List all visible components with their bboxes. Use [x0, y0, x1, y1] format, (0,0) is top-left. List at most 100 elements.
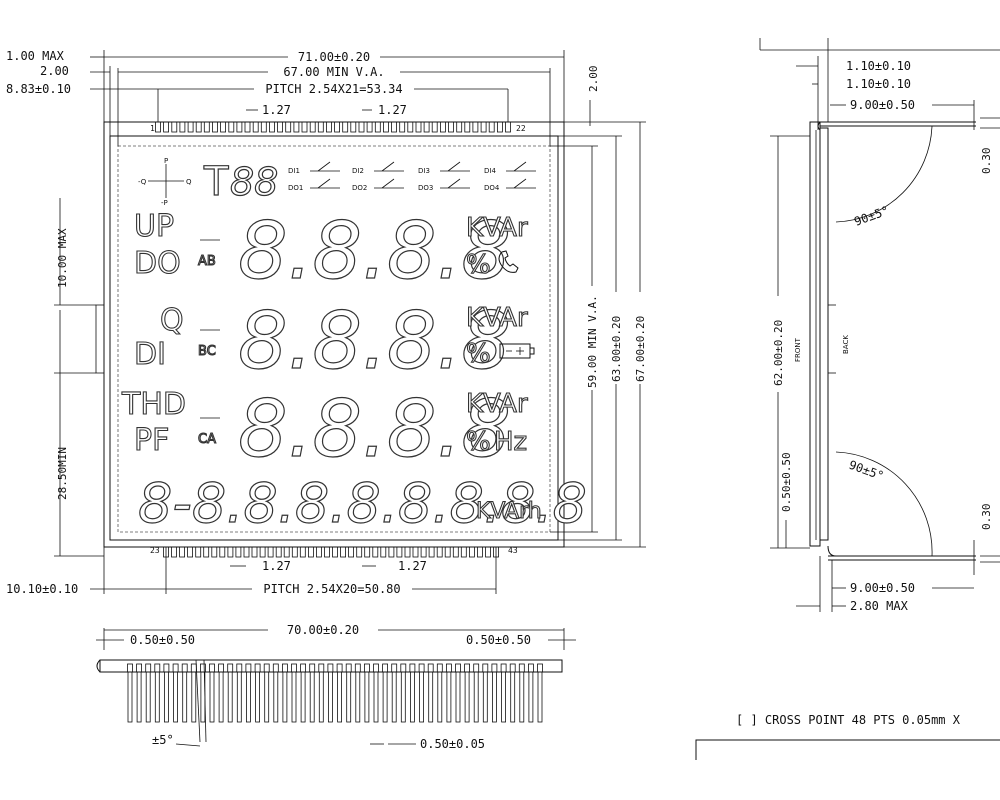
pin [315, 546, 322, 558]
dim-pin-gap-top-1: 1.27 [262, 103, 291, 117]
bottom-view-pin-top [464, 663, 471, 673]
bottom-view-pin [127, 671, 133, 723]
bottom-view-pin [145, 671, 151, 723]
bottom-view-pin-top [254, 663, 261, 673]
pin [348, 546, 355, 558]
svg-text:Q: Q [160, 303, 184, 338]
bottom-view-pin-top [436, 663, 443, 673]
svg-text:KVArh: KVArh [476, 499, 542, 524]
pin [480, 121, 487, 133]
pin [195, 546, 202, 558]
bottom-view-pin [391, 671, 397, 723]
pin [396, 546, 403, 558]
svg-text:KVAr: KVAr [466, 213, 528, 243]
bottom-view-pin [419, 671, 425, 723]
side-angle-top: 90±5° [852, 203, 891, 229]
pin-label-23: 23 [150, 546, 160, 555]
pin [293, 121, 300, 133]
bottom-view-pin-top [272, 663, 279, 673]
dim-bottom-view-width: 70.00±0.20 [287, 623, 359, 637]
dim-width-va: 67.00 MIN V.A. [283, 65, 384, 79]
bottom-view-pin [245, 671, 251, 723]
dim-pin-width: 0.50±0.05 [420, 737, 485, 751]
bottom-view-pin [373, 671, 379, 723]
bottom-view-pin-top [309, 663, 316, 673]
pin [488, 121, 495, 133]
pin [179, 546, 186, 558]
pin [468, 546, 475, 558]
side-body-back [819, 127, 829, 541]
svg-text:DI3: DI3 [418, 167, 430, 175]
right-dimensions: 59.00 MIN V.A. 63.00±0.20 67.00±0.20 [550, 121, 647, 548]
pin [324, 546, 330, 558]
t-digits: 88 [230, 160, 278, 204]
pin [267, 546, 274, 558]
bottom-view-pin [218, 671, 224, 723]
dim-width-outer: 71.00±0.20 [298, 50, 370, 64]
bottom-view-body [99, 659, 563, 673]
bottom-view-pin [264, 671, 270, 723]
bottom-view-pin-top [209, 663, 215, 673]
bottom-view-pin [209, 671, 215, 723]
pin [332, 546, 338, 558]
pin [260, 121, 267, 133]
bottom-view-pin-top [400, 663, 407, 673]
bottom-view-pin [491, 671, 497, 723]
bottom-dimensions: PITCH 2.54X20=50.80 10.10±0.10 1.27 1.27 [6, 547, 497, 596]
pin [163, 121, 170, 133]
side-angle-bottom: 90±5° [847, 458, 886, 484]
side-t2: 1.10±0.10 [846, 77, 911, 91]
bottom-view-pin [455, 671, 461, 723]
svg-text:KVAr: KVAr [466, 389, 528, 419]
bottom-view-pin-top [391, 663, 398, 673]
cross-point-note: [ ] CROSS POINT 48 PTS 0.05mm X [736, 713, 961, 727]
bottom-view-pin [510, 671, 516, 723]
pin [301, 121, 308, 133]
pin [227, 546, 234, 558]
dim-pin-gap-top-2: 1.27 [378, 103, 407, 117]
svg-text:%: % [466, 339, 491, 369]
pin [464, 121, 471, 133]
bottom-view-pin-top [427, 663, 434, 673]
bottom-view-pin [464, 671, 470, 723]
pin [439, 121, 446, 133]
title-block-border [695, 739, 1000, 760]
pin [252, 121, 259, 133]
pin [203, 546, 210, 558]
pin [334, 121, 341, 133]
bottom-view-pin-top [263, 663, 270, 673]
pin [283, 546, 290, 558]
bottom-view-pin [382, 671, 388, 723]
svg-text:DO: DO [134, 246, 181, 281]
svg-text:8.8.8.8: 8.8.8.8 [238, 297, 511, 387]
svg-text:8.8.8.8: 8.8.8.8 [238, 385, 511, 475]
pin [244, 121, 251, 133]
pin [431, 121, 438, 133]
pin [364, 546, 371, 558]
glass-outline [109, 135, 559, 541]
bottom-view-pin-top [181, 663, 188, 673]
bottom-view-pin-top [281, 663, 288, 673]
dim-bottom-view-right: 0.50±0.50 [466, 633, 531, 647]
svg-text:KVAr: KVAr [466, 303, 528, 333]
bottom-view-pin [136, 671, 142, 723]
pin [219, 546, 226, 558]
bottom-view-pin-top [136, 663, 143, 673]
bottom-view-pin-top [528, 663, 534, 673]
bottom-view-pin-top [382, 663, 389, 673]
dim-pitch-top: PITCH 2.54X21=53.34 [265, 82, 402, 96]
side-height: 62.00±0.20 [772, 320, 785, 386]
svg-text:DI2: DI2 [352, 167, 364, 175]
display-row-1: UP DO AB 8.8.8.8 KVAr % [133, 206, 528, 297]
pin [505, 121, 511, 133]
pin [291, 546, 298, 558]
pin [380, 546, 387, 558]
bottom-view-pin-top [537, 663, 543, 673]
bottom-view-pin [318, 671, 324, 723]
bottom-view-pin-top [491, 663, 498, 673]
pin [428, 546, 435, 558]
dim-pin-length: 10.00 MAX [56, 228, 69, 288]
pin [372, 546, 379, 558]
svg-text:BC: BC [198, 344, 216, 359]
bottom-view-pin [282, 671, 288, 723]
